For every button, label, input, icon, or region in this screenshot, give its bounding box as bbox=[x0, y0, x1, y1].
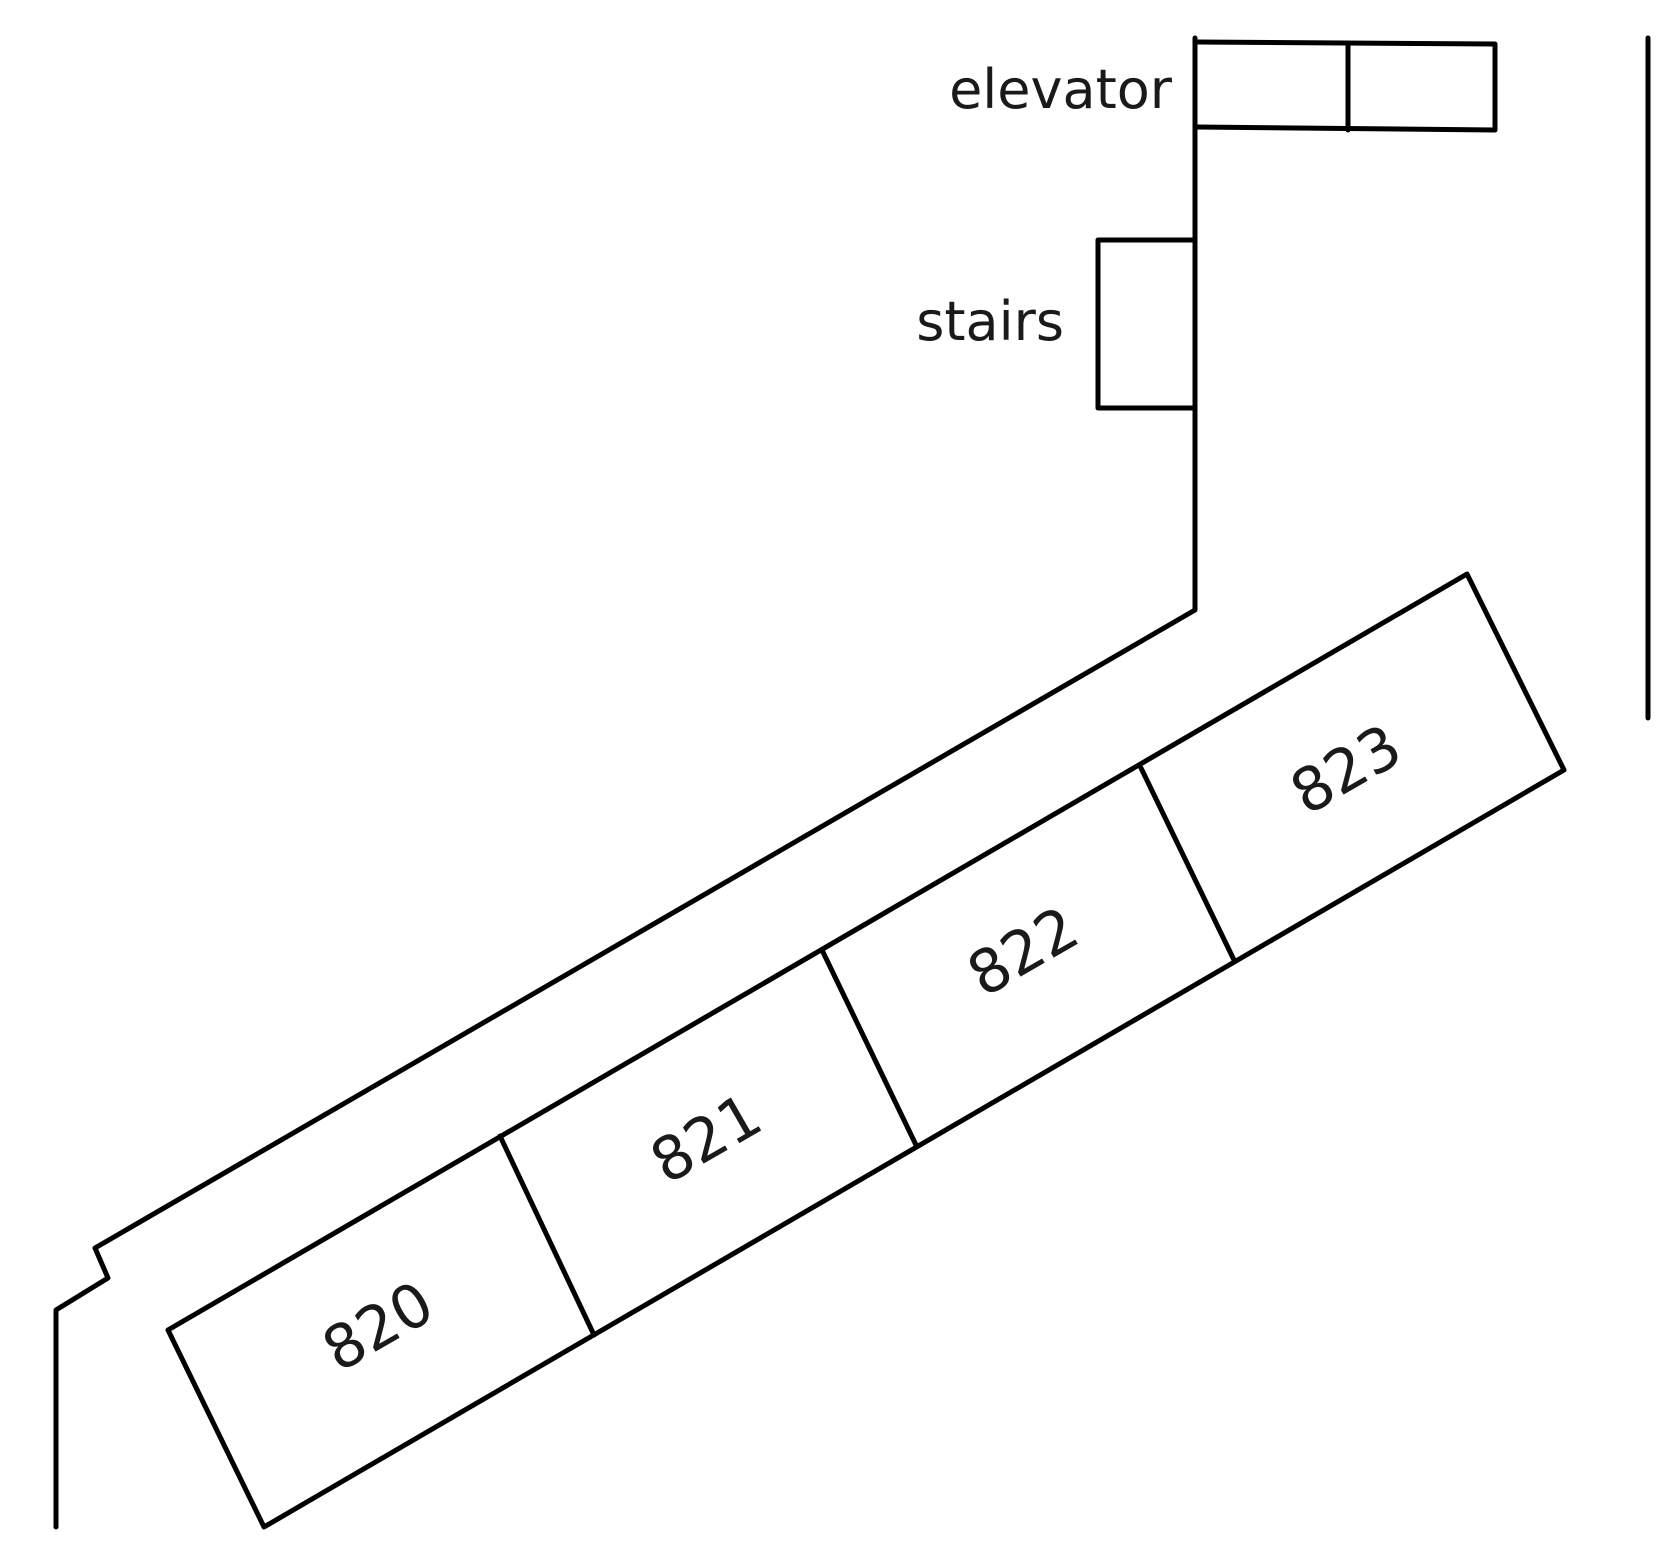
room-label: 822 bbox=[956, 893, 1090, 1011]
room-label: 823 bbox=[1279, 711, 1413, 829]
corridor-wall-left bbox=[53, 35, 1198, 1530]
stairs: stairs bbox=[916, 237, 1198, 411]
stairs-outline bbox=[1095, 237, 1198, 411]
corridor bbox=[53, 35, 1651, 1530]
elevator: elevator bbox=[949, 39, 1498, 133]
room-divider-820-821 bbox=[497, 1133, 597, 1338]
elevator-label: elevator bbox=[949, 58, 1173, 121]
room-block bbox=[165, 571, 1567, 1530]
room-divider-822-823 bbox=[1138, 765, 1237, 963]
room-block-outline bbox=[165, 571, 1567, 1530]
room-divider-821-822 bbox=[819, 947, 919, 1148]
stairs-label: stairs bbox=[916, 290, 1064, 353]
room-labels: 820 821 822 823 bbox=[311, 711, 1413, 1386]
room-label: 821 bbox=[639, 1080, 773, 1198]
room-label: 820 bbox=[311, 1268, 445, 1386]
